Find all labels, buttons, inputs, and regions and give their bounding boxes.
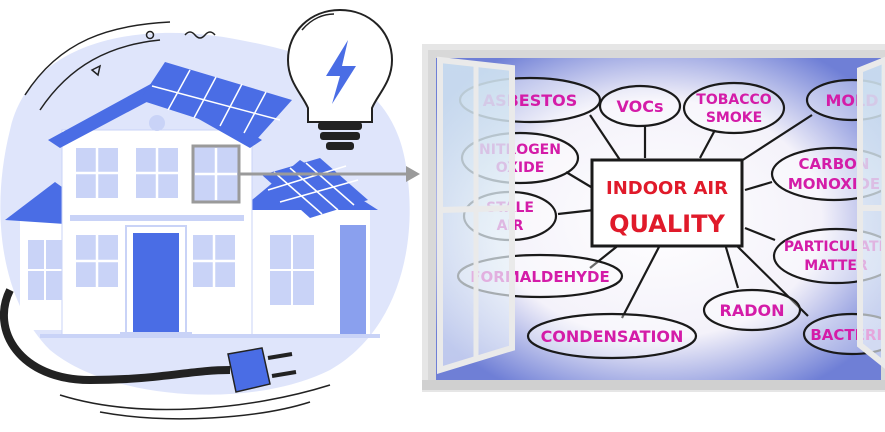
label-tobacco-1: TOBACCO	[696, 92, 772, 108]
label-tobacco-2: SMOKE	[706, 110, 762, 126]
mind-map-arrows	[557, 114, 813, 319]
center-topic: INDOOR AIR QUALITY	[590, 158, 744, 248]
front-door	[133, 233, 179, 336]
house-illustration	[0, 8, 410, 420]
label-particulate-2: MATTER	[804, 258, 868, 274]
main-house	[40, 62, 380, 338]
label-vocs: VOCs	[617, 97, 664, 116]
label-radon: RADON	[720, 301, 785, 320]
tobacco-bubble	[682, 81, 786, 135]
window-sill	[422, 380, 885, 390]
carbon-bubble	[770, 146, 885, 202]
side-house	[240, 158, 378, 335]
connector-arrow	[240, 166, 420, 182]
window-sashes	[422, 50, 885, 390]
wave-doodle	[184, 31, 216, 39]
circle-doodle	[145, 30, 155, 40]
center-title-line1: INDOOR AIR	[606, 178, 728, 199]
lightbulb-icon	[286, 8, 394, 150]
triangle-doodle	[90, 64, 102, 77]
label-carbon-1: CARBON	[799, 155, 870, 173]
right-sash	[857, 56, 885, 369]
center-title-line2: QUALITY	[609, 210, 725, 238]
label-condensation: CONDENSATION	[541, 327, 684, 346]
vocs-bubble	[598, 84, 682, 128]
radon-bubble	[702, 288, 802, 332]
condensation-bubble	[526, 312, 698, 360]
plug-icon	[0, 288, 297, 393]
